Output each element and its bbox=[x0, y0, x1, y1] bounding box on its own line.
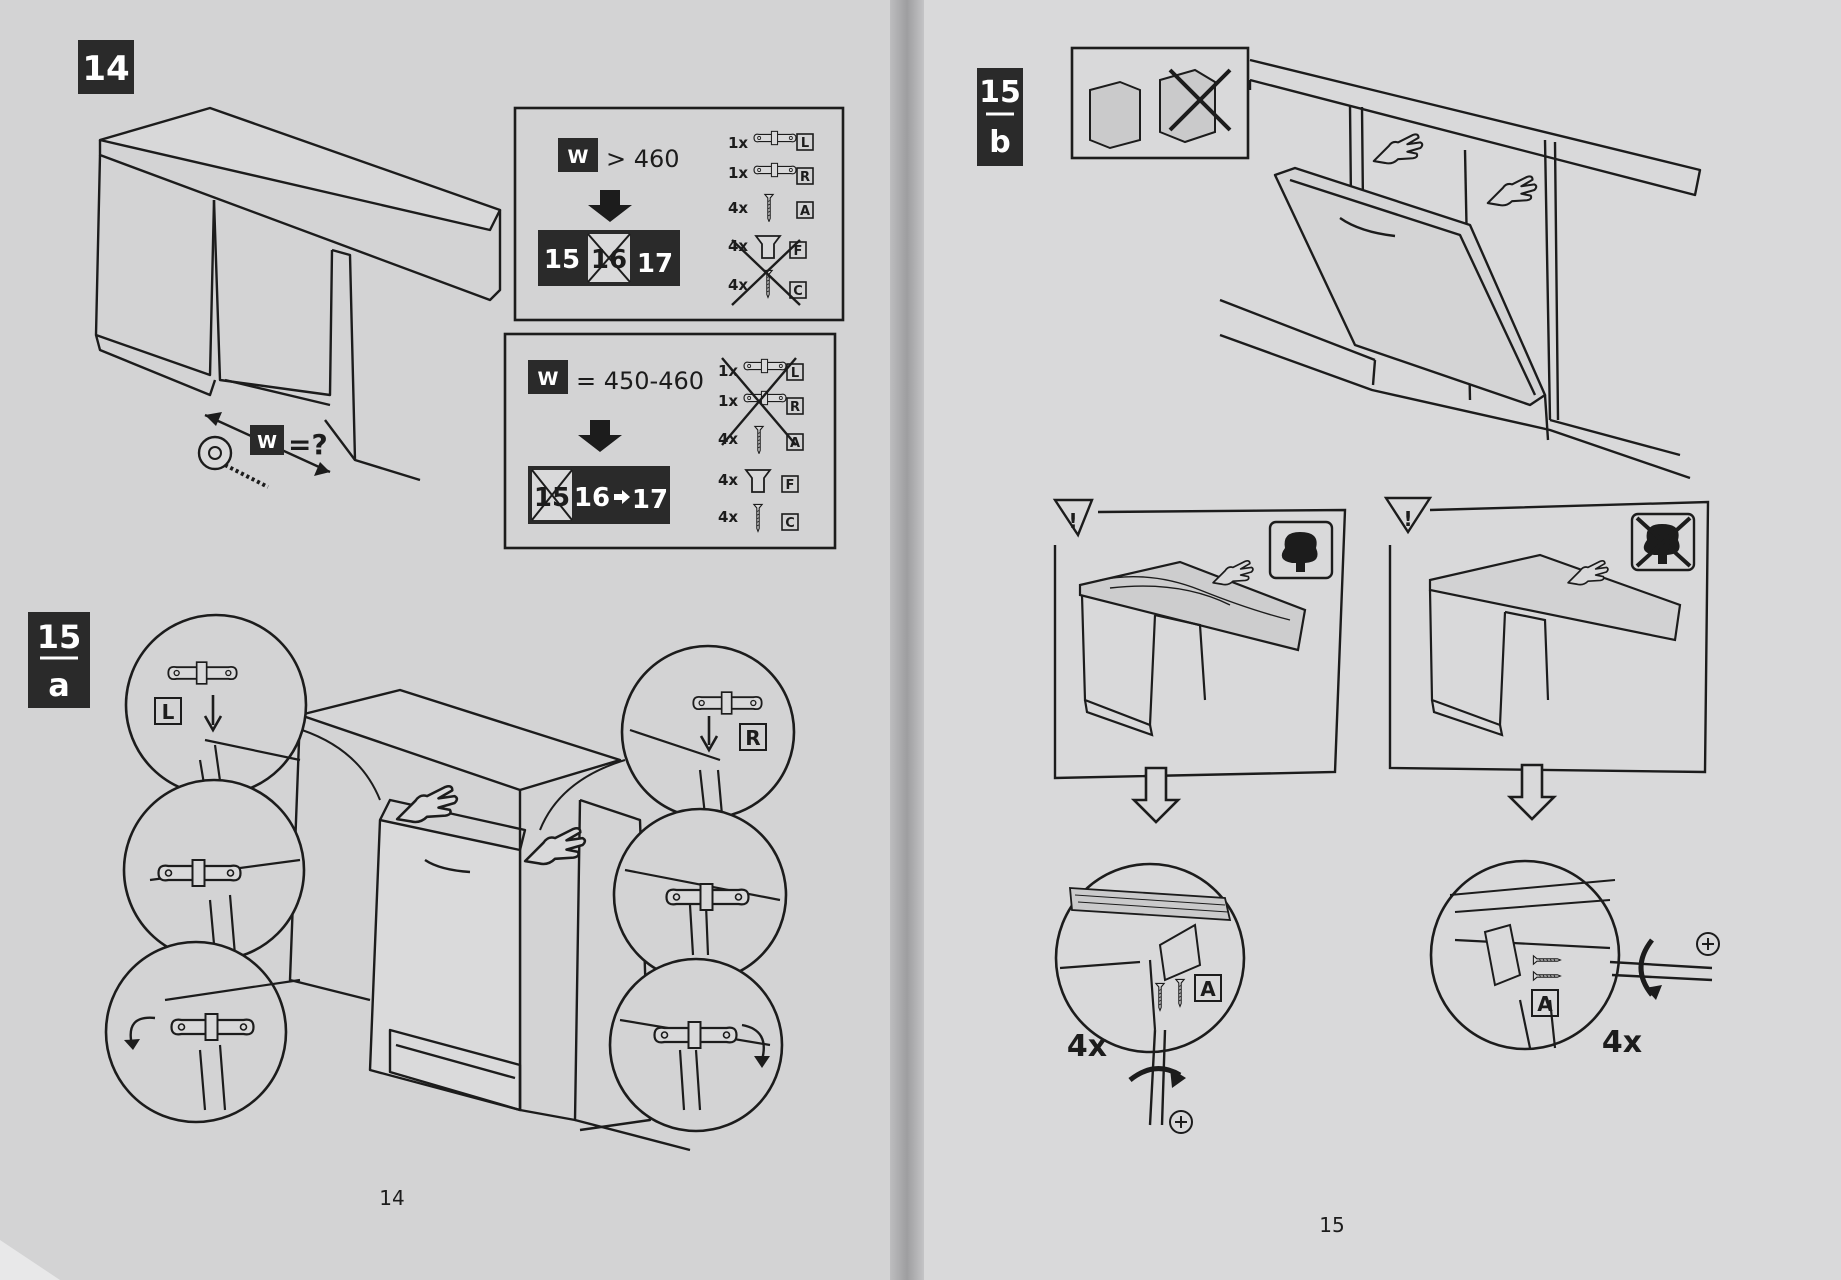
plug-icon bbox=[754, 235, 782, 259]
screw-count: 4x bbox=[1602, 1025, 1642, 1060]
detail-circle-left-bottom bbox=[104, 940, 301, 1124]
detail-circle-right-middle bbox=[612, 807, 788, 983]
cabinet-niche-drawing bbox=[94, 106, 502, 482]
step-number: 17 bbox=[632, 485, 668, 515]
step-15b-badge bbox=[977, 68, 1023, 166]
callout-line bbox=[301, 729, 381, 801]
step-14-badge bbox=[78, 40, 134, 94]
page-number-left: 14 bbox=[379, 1186, 404, 1210]
page-number-right: 15 bbox=[1319, 1213, 1344, 1237]
condition-text: > 460 bbox=[606, 145, 680, 173]
plus-icon bbox=[1696, 932, 1720, 956]
part-code: R bbox=[800, 170, 810, 185]
warning-mark: ! bbox=[1068, 509, 1077, 533]
step-14-section: 14 W =? W > 460 bbox=[78, 40, 845, 550]
callout-line bbox=[539, 759, 626, 831]
part-code: L bbox=[791, 366, 799, 381]
step-15a-badge-letter: a bbox=[48, 666, 70, 704]
step-number: 15 bbox=[544, 245, 580, 275]
tree-icon bbox=[1281, 532, 1318, 572]
page-corner bbox=[0, 1240, 60, 1280]
screwdriver-icon bbox=[1148, 1029, 1167, 1126]
condition-text: = 450-460 bbox=[576, 367, 704, 395]
step-15b-badge-letter: b bbox=[989, 125, 1010, 160]
down-arrow-icon bbox=[1130, 766, 1182, 824]
config-box-narrow: W = 450-460 15 16 17 1x L 1x R 4x bbox=[503, 332, 837, 550]
width-symbol-box bbox=[250, 425, 284, 455]
warning-mark: ! bbox=[1403, 507, 1412, 531]
kitchen-install-drawing bbox=[1219, 58, 1702, 480]
detail-circle-right-bottom bbox=[608, 957, 784, 1133]
bracket-label-right: R bbox=[745, 726, 760, 750]
warning-icon bbox=[1052, 498, 1094, 538]
part-qty: 1x bbox=[728, 164, 748, 182]
step-number: 17 bbox=[637, 249, 673, 279]
part-qty: 1x bbox=[718, 392, 738, 410]
step-15a-badge bbox=[28, 612, 90, 708]
book-gutter bbox=[890, 0, 924, 1280]
part-code: C bbox=[793, 284, 803, 299]
part-code: R bbox=[790, 400, 800, 415]
step-number: 16 bbox=[574, 483, 610, 513]
step-15b-badge-number: 15 bbox=[979, 75, 1021, 110]
width-symbol: W bbox=[257, 432, 277, 453]
down-arrow-icon bbox=[588, 190, 632, 222]
part-qty: 1x bbox=[728, 134, 748, 152]
width-measurement: W =? bbox=[197, 412, 331, 489]
down-arrow-icon bbox=[578, 420, 622, 452]
step-15a-badge-number: 15 bbox=[37, 618, 82, 656]
part-code: C bbox=[785, 516, 795, 531]
right-page-paper bbox=[905, 0, 1841, 1280]
part-qty: 1x bbox=[718, 362, 738, 380]
warning-icon bbox=[1383, 496, 1433, 535]
screwdriver-icon bbox=[1609, 960, 1713, 982]
detail-circle-right-top: R bbox=[620, 644, 796, 820]
detail-circle-left-top: L bbox=[124, 613, 308, 797]
part-qty: 4x bbox=[718, 471, 738, 489]
plus-icon bbox=[1169, 1110, 1193, 1134]
tape-measure-icon bbox=[197, 435, 233, 471]
down-arrow-icon bbox=[1506, 763, 1558, 821]
down-arrow-icon bbox=[699, 716, 719, 753]
detail-circle-left-middle bbox=[122, 778, 306, 962]
down-arrow-icon bbox=[203, 695, 223, 733]
part-code: A bbox=[800, 204, 810, 219]
arrow-right-icon bbox=[614, 490, 630, 504]
step-number-skipped: 15 bbox=[534, 483, 570, 513]
step-14-badge-label: 14 bbox=[82, 49, 129, 89]
part-code: F bbox=[786, 478, 795, 493]
part-qty: 4x bbox=[718, 508, 738, 526]
part-code: L bbox=[801, 136, 809, 151]
condition-symbol: W bbox=[568, 146, 589, 168]
step-number-skipped: 16 bbox=[591, 245, 627, 275]
condition-symbol-box bbox=[558, 138, 598, 172]
wooden-worktop-panel: ! A 4x bbox=[1052, 498, 1347, 1134]
width-question: =? bbox=[288, 428, 328, 461]
screw-part-label: A bbox=[1537, 992, 1553, 1016]
dishwasher-in-niche-drawing bbox=[288, 688, 691, 1152]
appliance-type-box bbox=[1070, 46, 1250, 160]
screw-count: 4x bbox=[1067, 1029, 1107, 1064]
stone-worktop-panel: ! A 4x bbox=[1383, 496, 1720, 1060]
config-box-wide: W > 460 15 16 17 1x L 1x R 4x bbox=[513, 106, 845, 322]
condition-symbol: W bbox=[538, 368, 559, 390]
part-qty: 4x bbox=[728, 199, 748, 217]
bracket-label-left: L bbox=[162, 700, 175, 724]
integrated-appliance-icon bbox=[1089, 80, 1141, 150]
part-qty: 4x bbox=[728, 276, 748, 294]
step-15a-section: 15 a L bbox=[28, 612, 796, 1210]
condition-symbol-box bbox=[528, 360, 568, 394]
bend-arrow-icon bbox=[741, 1023, 765, 1061]
screw-part-label: A bbox=[1200, 977, 1216, 1001]
plug-icon bbox=[744, 469, 772, 493]
part-code: F bbox=[794, 244, 803, 259]
step-15b-section: 15 b ! bbox=[977, 46, 1720, 1237]
